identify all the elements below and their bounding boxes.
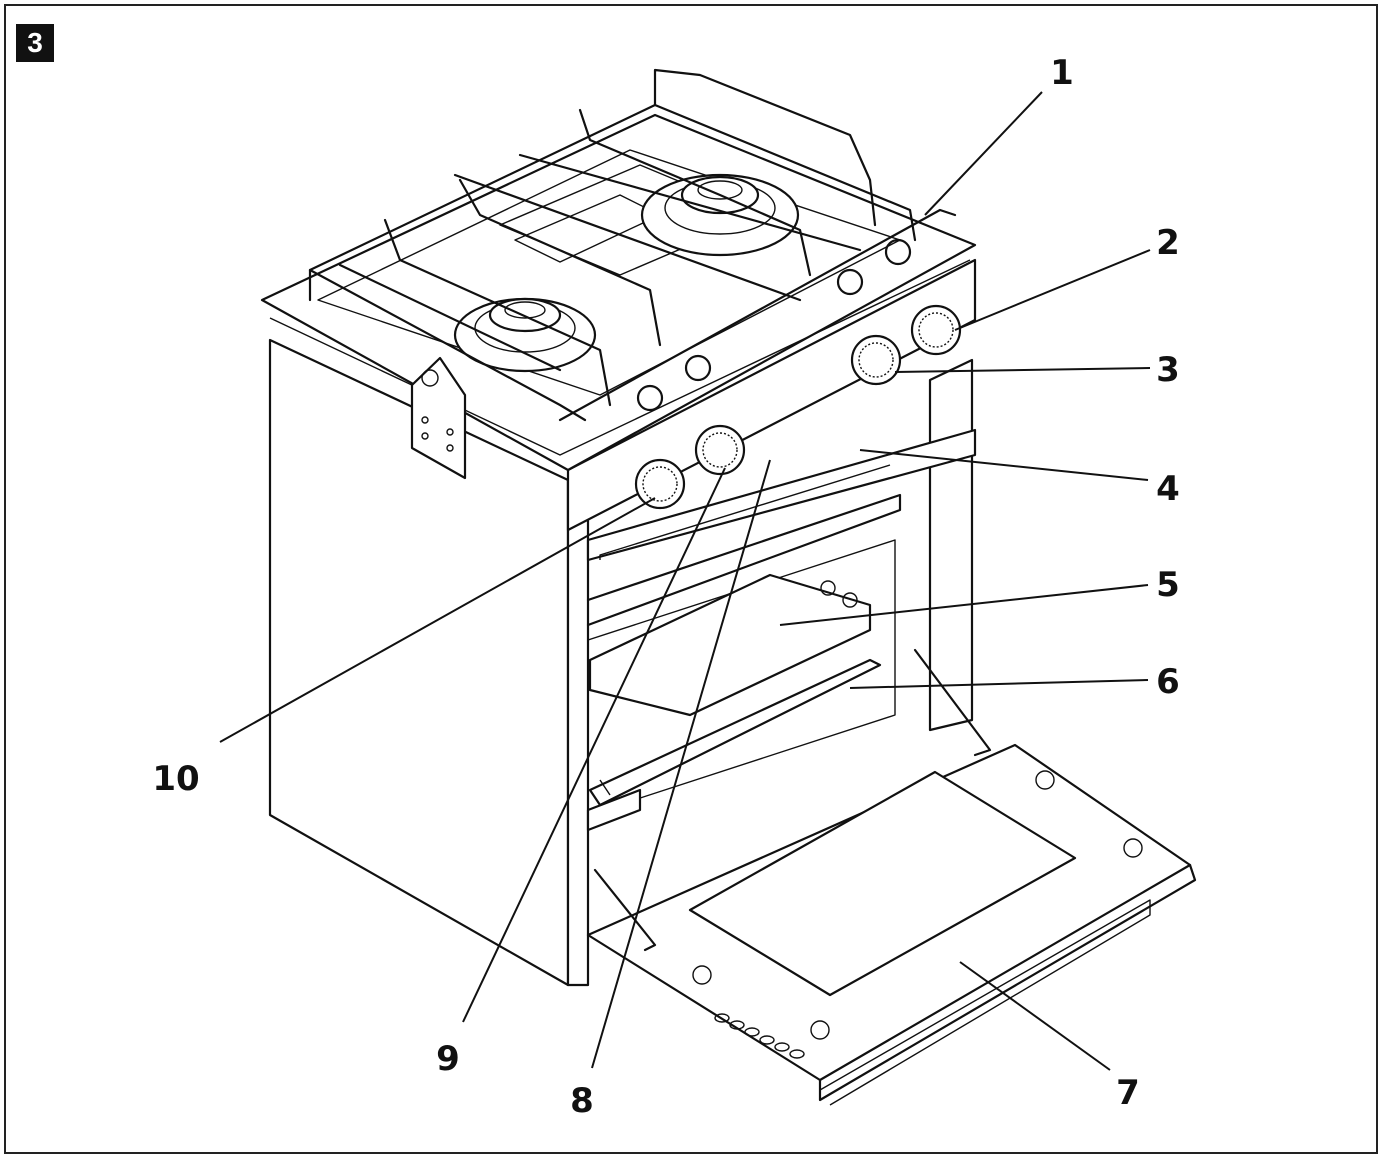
rear-burner (640, 173, 800, 257)
pan-supports (308, 68, 957, 422)
hob-top (317, 149, 901, 396)
control-knobs (634, 304, 962, 510)
figure-number-badge: 3 (16, 24, 54, 62)
callout-9: 9 (436, 1039, 460, 1079)
figure-frame (4, 4, 1378, 1154)
mounting-bracket (410, 356, 467, 480)
callout-2: 2 (1156, 223, 1180, 263)
callout-7: 7 (1116, 1073, 1140, 1113)
callout-labels: 1 2 3 4 5 6 7 8 9 10 (152, 53, 1180, 1121)
callout-1: 1 (1050, 53, 1074, 93)
door-vent-slots (714, 1013, 805, 1059)
leader-lines (219, 91, 1151, 1071)
callout-8: 8 (570, 1081, 594, 1121)
burner-knobs (636, 238, 912, 412)
callout-3: 3 (1156, 350, 1180, 390)
oven-door (586, 648, 1197, 1106)
callout-4: 4 (1156, 469, 1180, 509)
callout-5: 5 (1156, 565, 1180, 605)
callout-6: 6 (1156, 662, 1180, 702)
callout-10: 10 (152, 759, 199, 799)
